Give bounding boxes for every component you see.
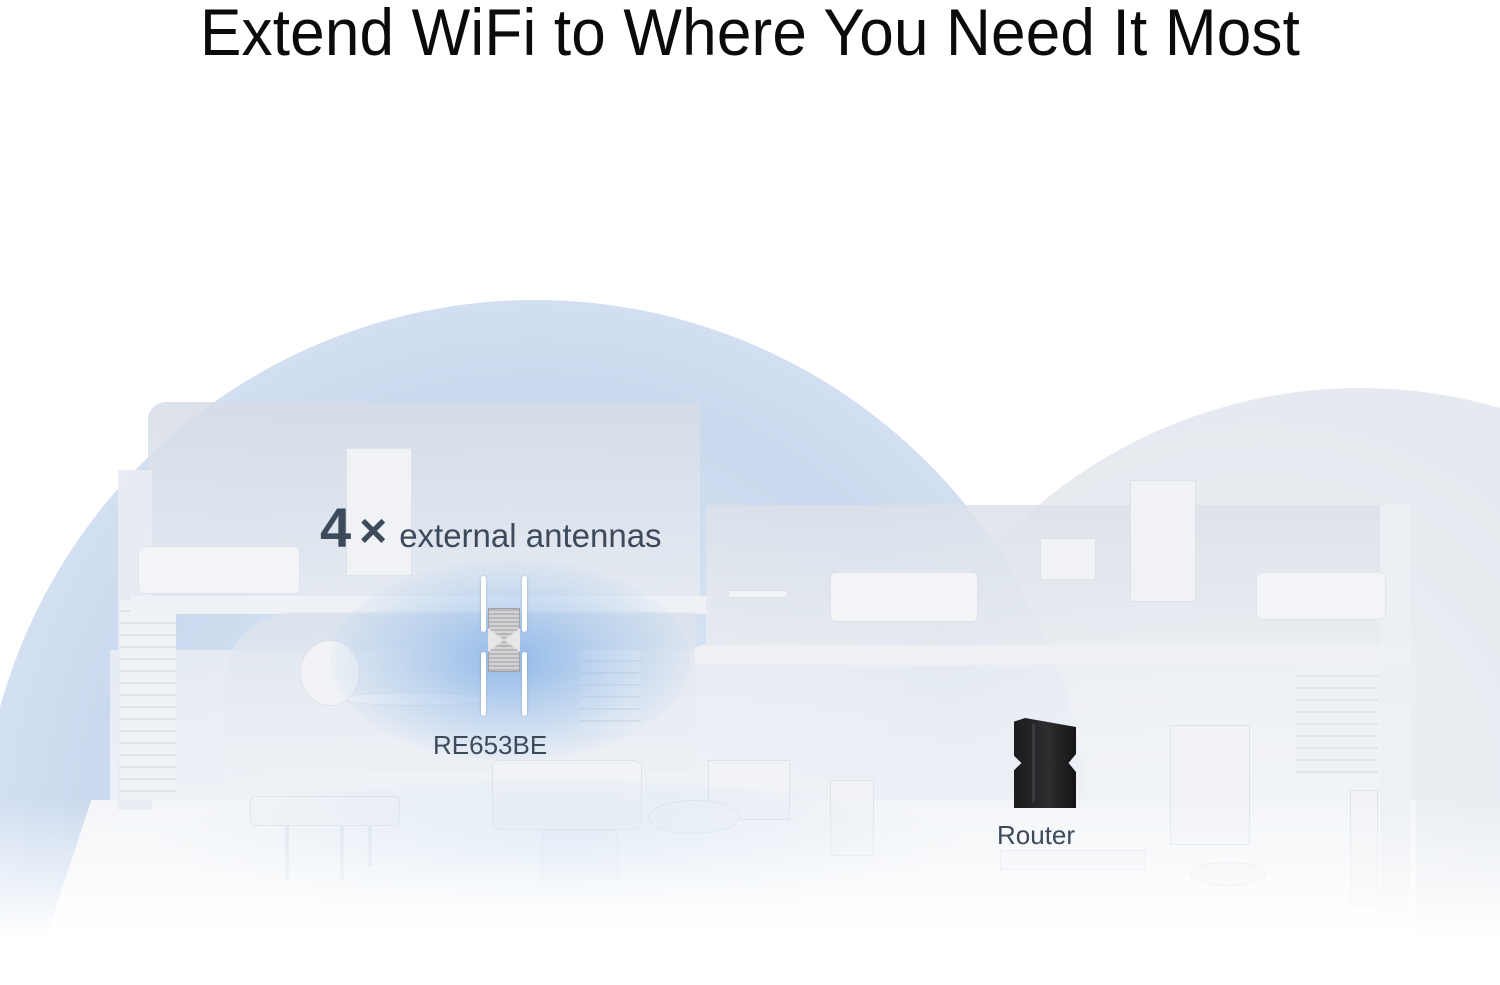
antenna-count: 4 <box>320 496 352 559</box>
antenna-icon <box>522 576 527 632</box>
antenna-icon <box>481 652 486 716</box>
router-label: Router <box>997 820 1076 850</box>
antennas-callout: 4 × external antennas <box>320 500 662 556</box>
antenna-icon <box>481 576 486 632</box>
multiplier-icon: × <box>359 505 388 558</box>
router-stripe <box>1032 724 1035 802</box>
page-title: Extend WiFi to Where You Need It Most <box>199 0 1301 69</box>
router-icon <box>1014 718 1076 808</box>
antenna-icon <box>522 652 527 716</box>
coverage-fade <box>0 520 1500 985</box>
range-extender-icon <box>476 576 532 716</box>
antennas-text: external antennas <box>399 517 662 554</box>
extender-model-label: RE653BE <box>433 730 548 760</box>
router-body <box>1014 718 1076 808</box>
extender-x-logo-icon <box>488 628 520 652</box>
